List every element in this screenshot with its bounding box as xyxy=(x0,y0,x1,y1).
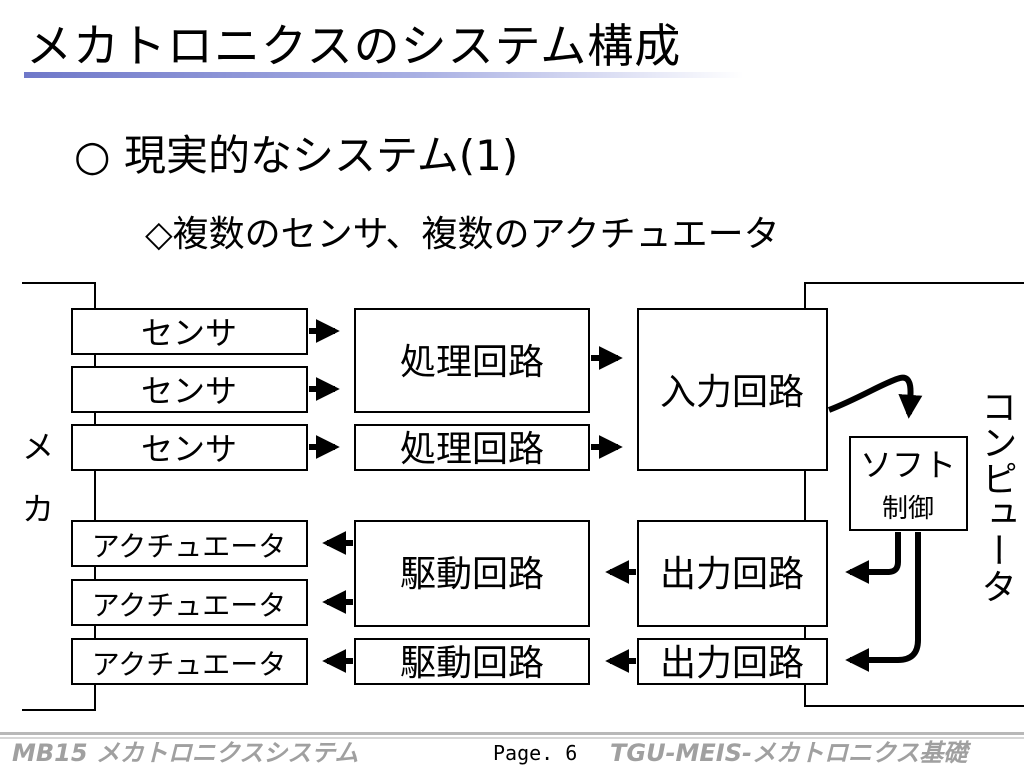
software-control-label-2: 制御 xyxy=(882,494,934,524)
processing-circuit-label-1: 処理回路 xyxy=(400,342,544,383)
mecha-label-1: メ xyxy=(22,428,54,466)
input-circuit-label: 入力回路 xyxy=(660,372,804,413)
actuator-box-1 xyxy=(71,520,308,567)
mecha-label-2: カ xyxy=(22,490,54,528)
actuator-label-3: アクチュエータ xyxy=(92,648,287,681)
sensor-box-3 xyxy=(71,424,308,471)
title-underline xyxy=(24,72,744,78)
software-control-label-1: ソフト xyxy=(860,446,956,484)
arrow-input-to-software xyxy=(827,374,923,419)
footer-divider-secondary xyxy=(0,737,1024,739)
mecha-boundary xyxy=(22,282,96,711)
output-circuit-box-1 xyxy=(637,520,828,627)
footer-institution: TGU-MEIS-メカトロニクス基礎 xyxy=(610,739,968,767)
drive-circuit-box-1 xyxy=(354,520,590,627)
actuator-label-2: アクチュエータ xyxy=(92,589,287,622)
actuator-box-3 xyxy=(71,638,308,685)
output-circuit-box-2 xyxy=(637,638,828,685)
sensor-label-1: センサ xyxy=(141,314,237,352)
footer-divider xyxy=(0,732,1024,735)
arrow-software-to-output1 xyxy=(845,532,901,584)
computer-label: コンピュータ xyxy=(976,388,1017,604)
output-circuit-label-2: 出力回路 xyxy=(660,643,804,684)
arrow-software-to-output2 xyxy=(845,532,921,672)
drive-circuit-label-2: 駆動回路 xyxy=(400,643,544,684)
sensor-label-3: センサ xyxy=(141,430,237,468)
actuator-label-1: アクチュエータ xyxy=(92,530,287,563)
processing-circuit-label-2: 処理回路 xyxy=(400,429,544,470)
section-subheading: ◇複数のセンサ、複数のアクチュエータ xyxy=(145,214,780,255)
input-circuit-box xyxy=(637,308,828,471)
processing-circuit-box-2 xyxy=(354,424,590,471)
sensor-box-1 xyxy=(71,308,308,355)
footer-course-name: MB15 メカトロニクスシステム xyxy=(12,739,359,767)
computer-boundary xyxy=(804,282,1024,707)
slide-title: メカトロニクスのシステム構成 xyxy=(26,19,682,73)
output-circuit-label-1: 出力回路 xyxy=(660,554,804,595)
sensor-box-2 xyxy=(71,366,308,413)
processing-circuit-box-1 xyxy=(354,308,590,413)
section-heading: ○ 現実的なシステム(1) xyxy=(74,131,519,180)
drive-circuit-label-1: 駆動回路 xyxy=(400,554,544,595)
drive-circuit-box-2 xyxy=(354,638,590,685)
sensor-label-2: センサ xyxy=(141,372,237,410)
actuator-box-2 xyxy=(71,579,308,626)
footer-page-number: Page. 6 xyxy=(493,741,578,765)
software-control-box xyxy=(849,436,968,531)
